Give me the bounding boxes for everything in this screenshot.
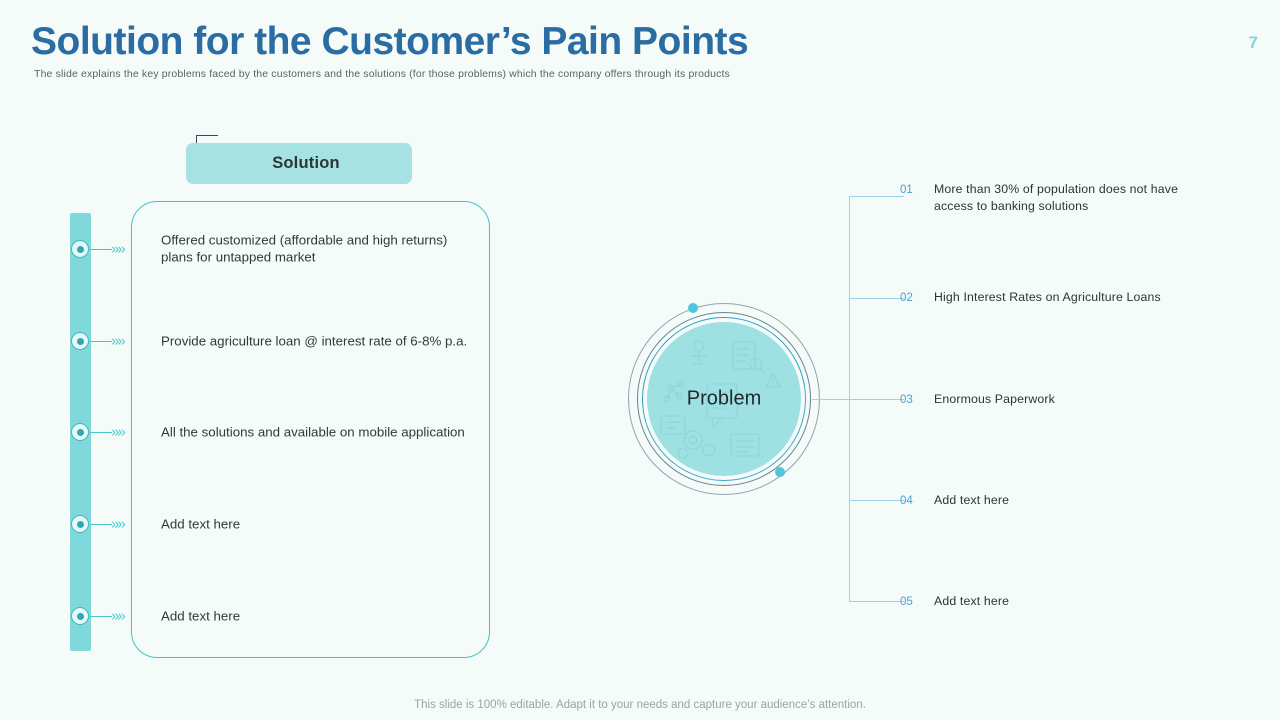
problem-text: High Interest Rates on Agriculture Loans <box>934 290 1161 304</box>
problem-text: Add text here <box>934 493 1010 507</box>
problem-number: 05 <box>900 596 913 608</box>
orbit-dot-top-icon <box>688 303 698 313</box>
solution-box <box>131 201 490 658</box>
branch-stub-05 <box>849 601 904 603</box>
solution-badge-label: Solution <box>272 154 340 172</box>
solution-item-5[interactable]: »» Add text here <box>0 596 500 636</box>
solution-item-text: Add text here <box>161 608 241 624</box>
solution-badge[interactable]: Solution <box>186 135 412 184</box>
connector-line <box>90 341 112 343</box>
page-title: Solution for the Customer’s Pain Points <box>31 20 749 63</box>
solution-item-text: Add text here <box>161 516 241 532</box>
connector-line <box>90 616 112 618</box>
bullet-marker-icon <box>71 332 89 350</box>
page-subtitle: The slide explains the key problems face… <box>34 68 730 80</box>
branch-stub-04 <box>849 500 904 502</box>
solution-item-2[interactable]: »» Provide agriculture loan @ interest r… <box>0 321 500 361</box>
bullet-marker-icon <box>71 423 89 441</box>
solution-item-text: All the solutions and available on mobil… <box>161 424 465 440</box>
footer-note: This slide is 100% editable. Adapt it to… <box>414 699 866 711</box>
orbit-dot-bottom-icon <box>775 467 785 477</box>
solution-item-3[interactable]: »» All the solutions and available on mo… <box>0 412 500 452</box>
solution-item-1[interactable]: »» Offered customized (affordable and hi… <box>0 229 500 269</box>
connector-line <box>90 249 112 251</box>
bullet-marker-icon <box>71 515 89 533</box>
problem-number: 04 <box>900 495 913 507</box>
solution-item-4[interactable]: »» Add text here <box>0 504 500 544</box>
solution-item-text: Provide agriculture loan @ interest rate… <box>161 333 468 349</box>
problem-text: More than 30% of population does not hav… <box>934 182 1179 213</box>
problem-hub-label: Problem <box>686 387 762 410</box>
connector-line <box>90 524 112 526</box>
connector-line <box>90 432 112 434</box>
page-number: 7 <box>1248 33 1258 52</box>
solution-item-text: Offered customized (affordable and high … <box>161 232 448 265</box>
double-chevron-icon: »» <box>111 423 126 441</box>
double-chevron-icon: »» <box>111 607 126 625</box>
double-chevron-icon: »» <box>111 515 126 533</box>
problem-hub[interactable]: Problem <box>609 284 839 514</box>
problem-number: 03 <box>900 394 913 406</box>
branch-stub-01 <box>849 196 904 198</box>
problem-number: 01 <box>900 184 913 196</box>
problem-text: Add text here <box>934 594 1010 608</box>
hub-to-branch-connector <box>812 399 850 401</box>
problem-number: 02 <box>900 292 913 304</box>
middle-ring-decoration <box>637 312 811 486</box>
branch-stub-02 <box>849 298 904 300</box>
problem-circle-fill <box>647 322 801 476</box>
watermark-icons <box>660 340 781 459</box>
bullet-marker-icon <box>71 240 89 258</box>
double-chevron-icon: »» <box>111 240 126 258</box>
branch-stub-03 <box>849 399 904 401</box>
bullet-marker-icon <box>71 607 89 625</box>
problem-text: Enormous Paperwork <box>934 392 1055 406</box>
solution-badge-fill: Solution <box>186 143 412 184</box>
double-chevron-icon: »» <box>111 332 126 350</box>
